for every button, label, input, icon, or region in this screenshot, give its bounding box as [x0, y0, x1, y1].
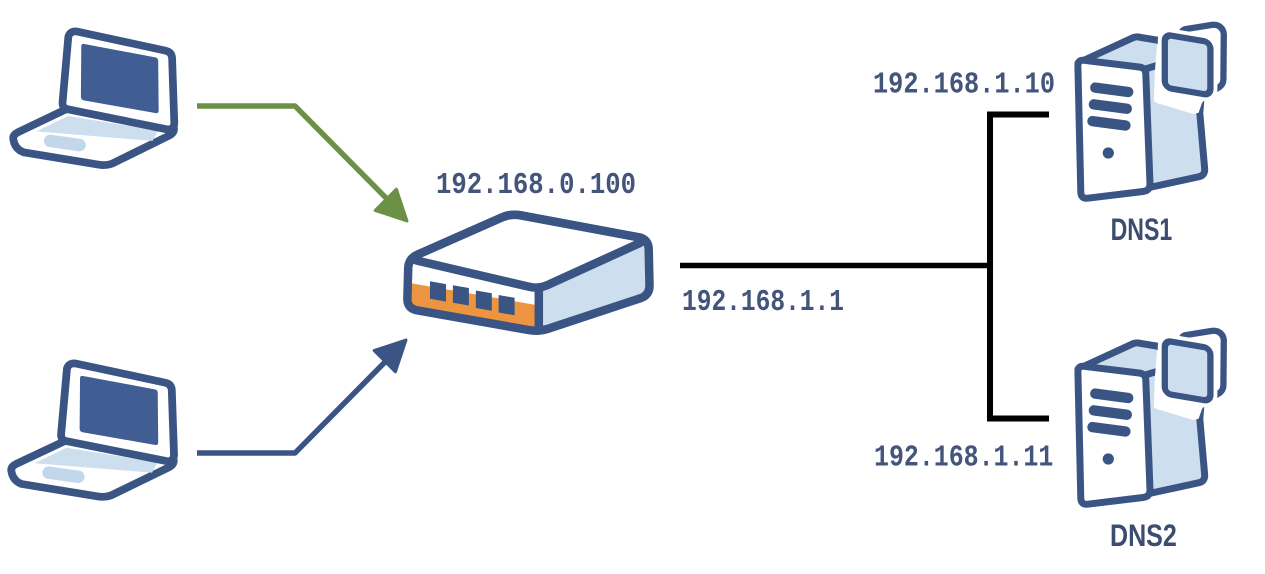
svg-text:192.168.1.11: 192.168.1.11 — [874, 442, 1053, 476]
svg-text:192.168.0.100: 192.168.0.100 — [436, 169, 636, 203]
svg-text:DNS2: DNS2 — [1110, 518, 1177, 553]
svg-text:DNS1: DNS1 — [1111, 212, 1173, 247]
svg-text:192.168.1.1: 192.168.1.1 — [682, 286, 844, 320]
svg-text:192.168.1.10: 192.168.1.10 — [873, 68, 1055, 102]
